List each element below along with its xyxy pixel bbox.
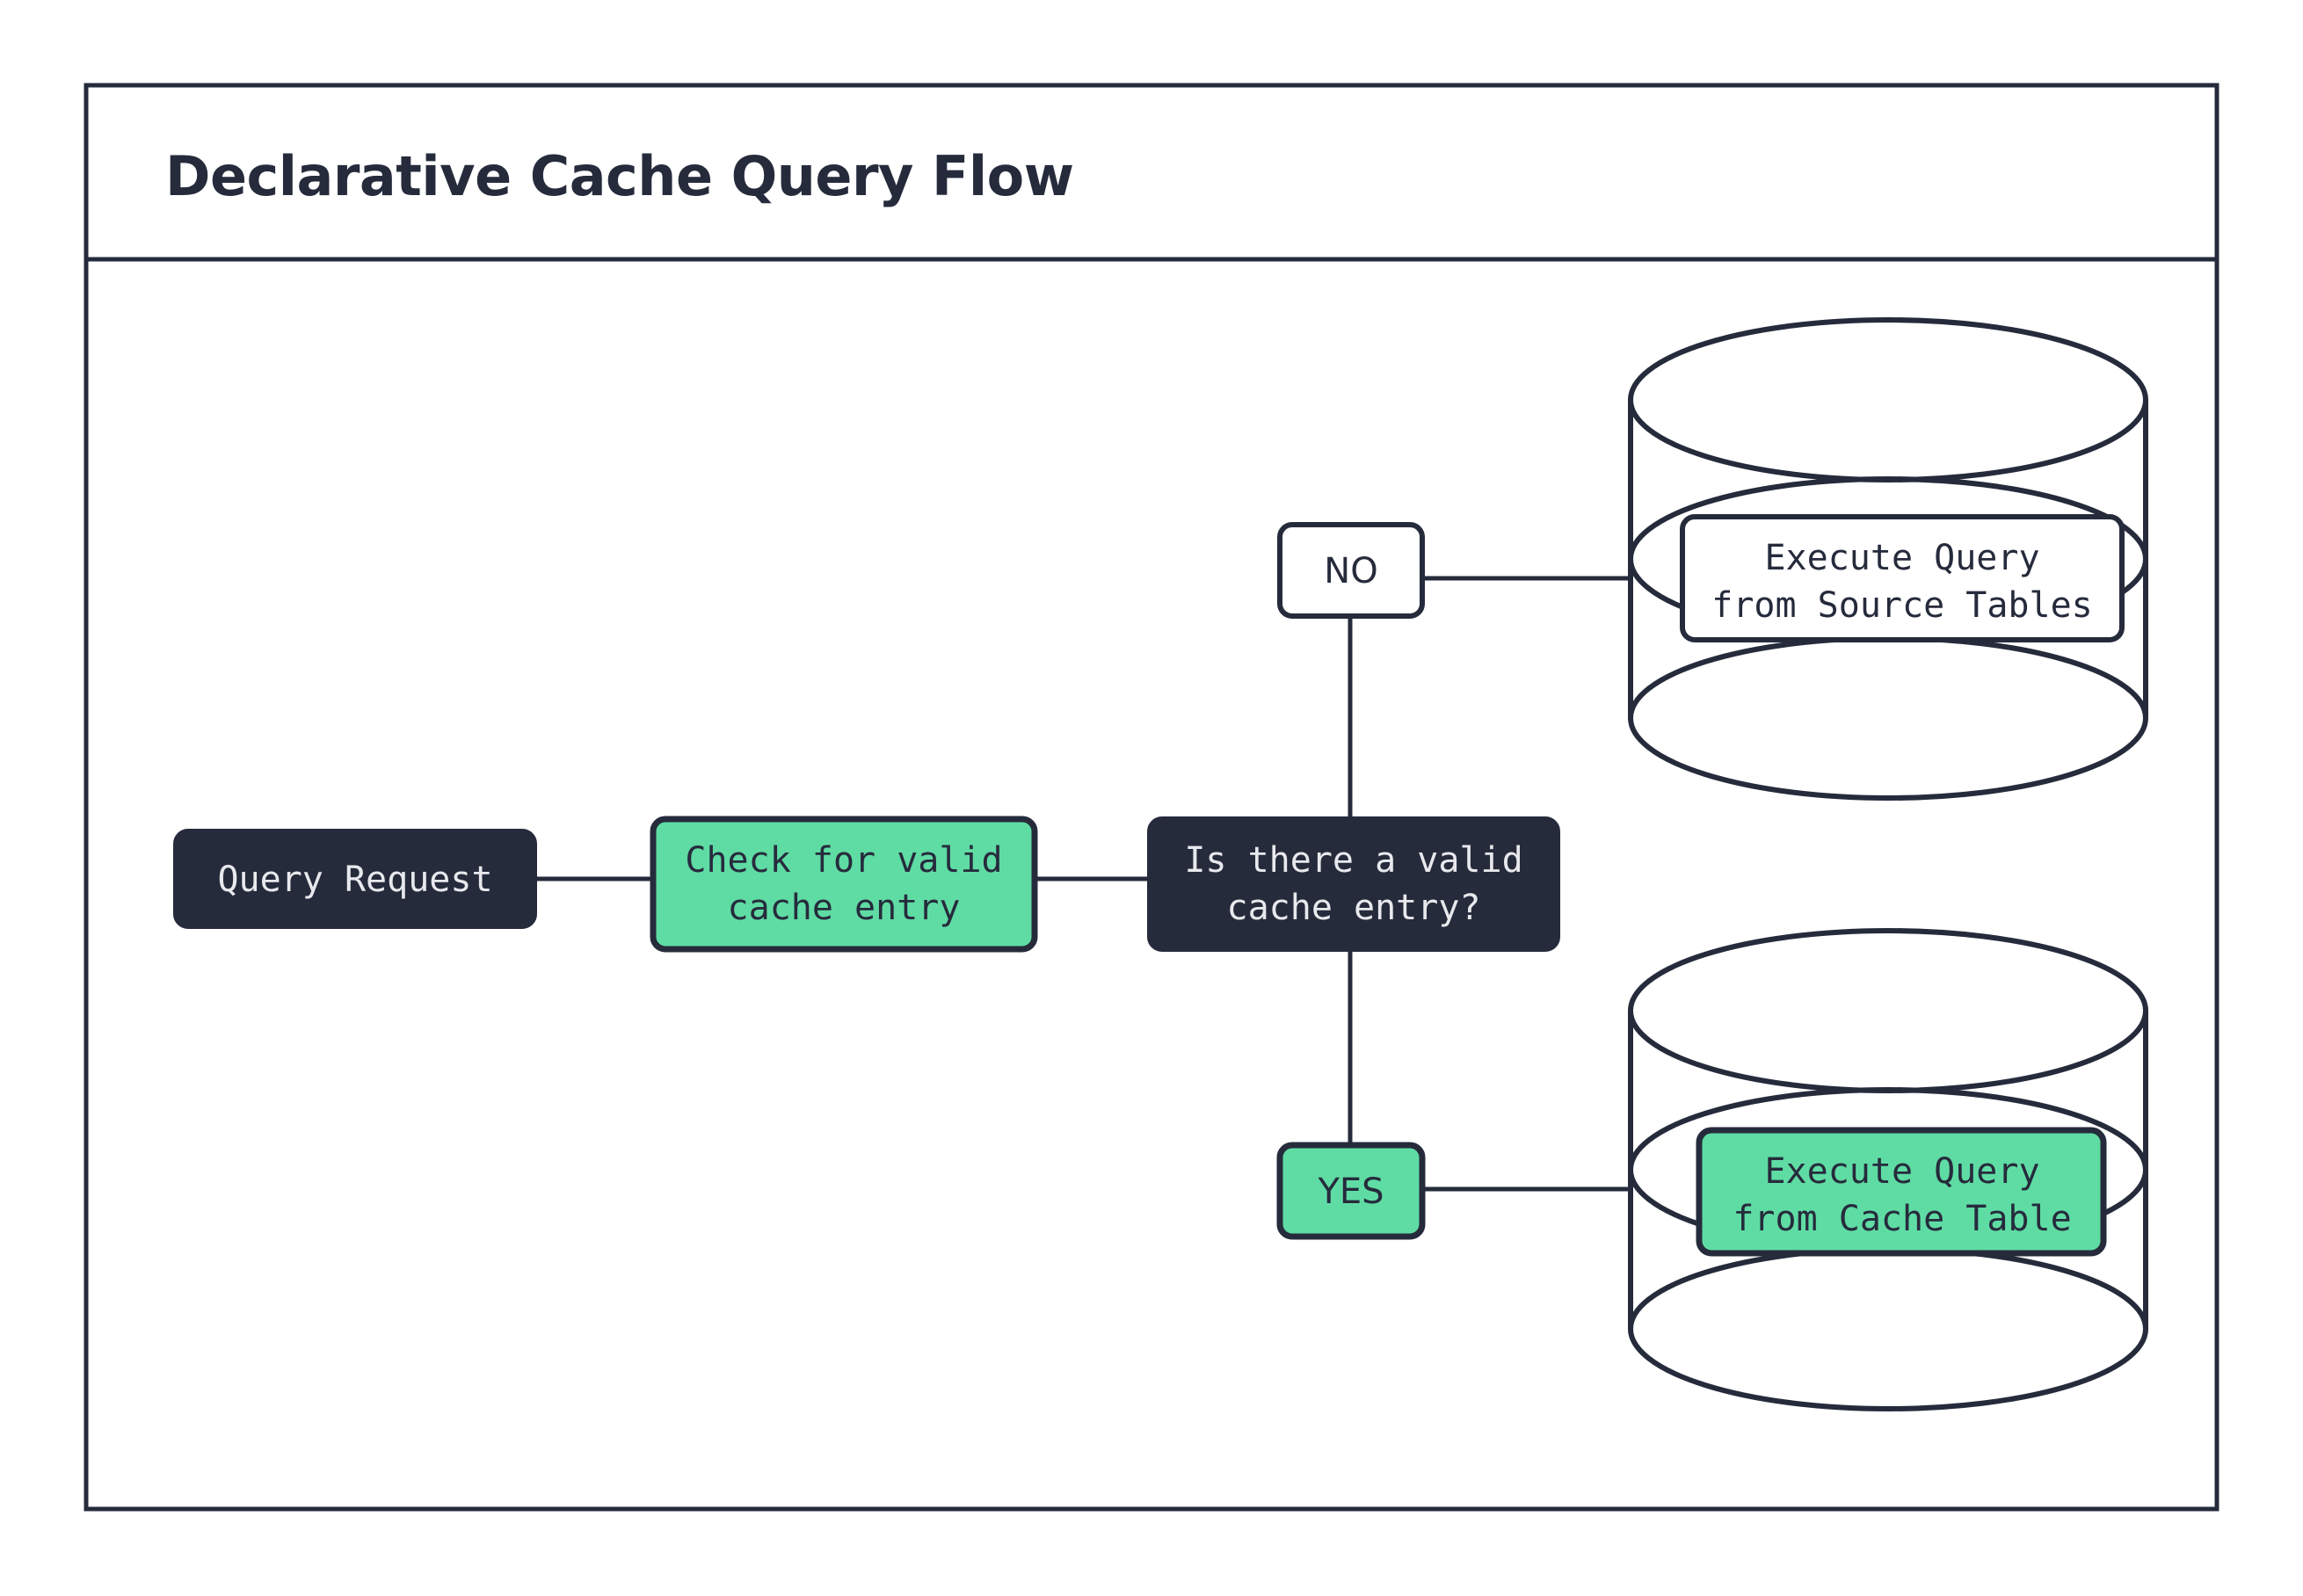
node-source-tables-line1: Execute Query bbox=[1764, 538, 2039, 578]
node-source-tables-line2: from Source Tables bbox=[1711, 585, 2092, 626]
node-cache-table-line1: Execute Query bbox=[1764, 1151, 2039, 1192]
page-title: Declarative Cache Query Flow bbox=[165, 144, 1074, 208]
edge-label-yes-text: YES bbox=[1317, 1172, 1384, 1212]
edge-label-no[interactable]: NO bbox=[1277, 522, 1425, 619]
node-check-cache-line1: Check for valid bbox=[685, 840, 1002, 881]
edge-label-no-text: NO bbox=[1324, 551, 1377, 591]
node-decision-line1: Is there a valid bbox=[1184, 840, 1522, 881]
node-execute-query-source-tables[interactable]: Execute Query from Source Tables bbox=[1680, 514, 2125, 642]
node-decision-valid-cache[interactable]: Is there a valid cache entry? bbox=[1147, 816, 1560, 952]
node-check-cache-entry[interactable]: Check for valid cache entry bbox=[650, 816, 1038, 953]
node-decision-line2: cache entry? bbox=[1227, 888, 1481, 928]
node-check-cache-line2: cache entry bbox=[728, 888, 961, 928]
node-execute-query-cache-table[interactable]: Execute Query from Cache Table bbox=[1696, 1127, 2107, 1257]
edge-label-yes[interactable]: YES bbox=[1276, 1142, 1426, 1240]
node-cache-table-line2: from Cache Table bbox=[1733, 1199, 2071, 1239]
node-query-request[interactable]: Query Request bbox=[173, 829, 537, 929]
node-query-request-label: Query Request bbox=[217, 860, 492, 900]
